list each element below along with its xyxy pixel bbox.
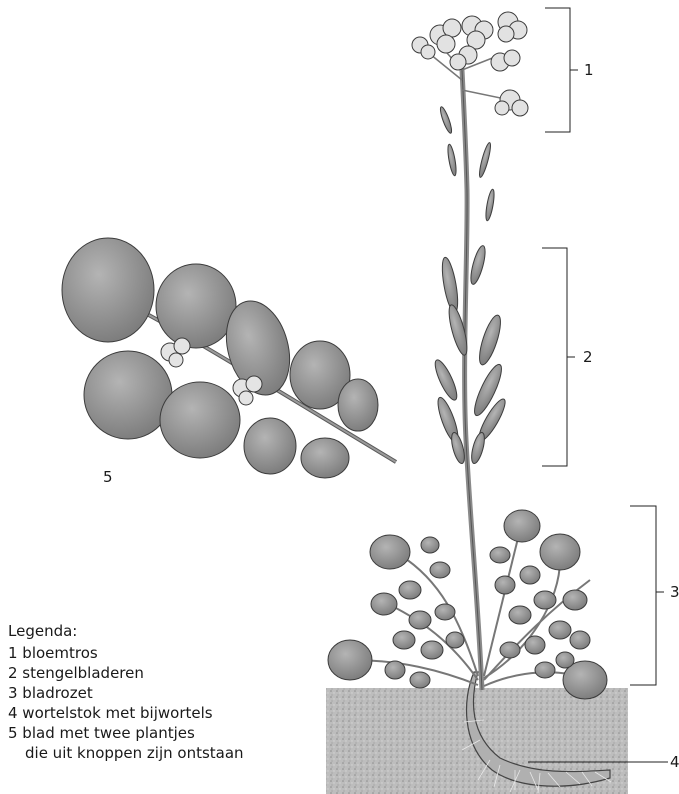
brackets [542, 8, 664, 685]
legend-item-continuation: die uit knoppen zijn ontstaan [8, 743, 244, 763]
legend-title: Legenda: [8, 621, 244, 641]
callout-2: 2 [583, 348, 593, 366]
legend-item: 5 blad met twee plantjes [8, 723, 244, 743]
legend-item: 4 wortelstok met bijwortels [8, 703, 244, 723]
callout-1: 1 [584, 61, 594, 79]
legend: Legenda: 1 bloemtros 2 stengelbladeren 3… [8, 621, 244, 763]
detached-leaf [62, 238, 396, 478]
callout-3: 3 [670, 583, 679, 601]
callout-4: 4 [670, 753, 679, 771]
callout-5: 5 [103, 468, 113, 486]
flower-raceme [412, 12, 528, 116]
bracket-1 [545, 8, 578, 132]
legend-item: 3 bladrozet [8, 683, 244, 703]
leaf-rosette [328, 510, 607, 699]
legend-item: 2 stengelbladeren [8, 663, 244, 683]
bracket-2 [542, 248, 575, 466]
bracket-3 [630, 506, 664, 685]
legend-item: 1 bloemtros [8, 643, 244, 663]
stem-leaves [431, 106, 509, 465]
